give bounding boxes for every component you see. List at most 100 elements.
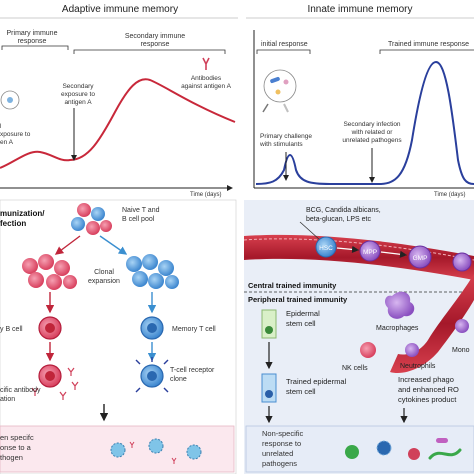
unrelated-pathogen-icons [345, 438, 462, 460]
mpp-to-gmp-arrow [380, 250, 408, 258]
immunization-heading-2: fection [0, 219, 26, 228]
secondary-infection-label-2: with related or [351, 129, 394, 136]
adaptive-outcome-label-3: thogen [0, 453, 23, 462]
b-cell-clones [22, 254, 77, 290]
antibody-production-label-1: cific antibody [0, 387, 41, 394]
epidermal-label-2: stem cell [286, 319, 316, 328]
memory-b-nucleus [45, 323, 55, 333]
arrow-to-t-expansion [99, 235, 128, 255]
progenitor-cell [452, 252, 472, 272]
first-exposure-label-3: en A [0, 139, 14, 146]
macrophages-label: Macrophages [376, 325, 419, 332]
hsc-label: HSC [319, 245, 333, 252]
primary-response-label-2: response [18, 38, 47, 45]
monocyte-cell [455, 319, 469, 333]
stimuli-label-1: BCG, Candida albicans, [306, 207, 381, 214]
trained-response-label: Trained immune response [388, 41, 469, 48]
immunization-heading-1: munization/ [0, 209, 45, 218]
specific-pathogen-icons [110, 438, 202, 464]
secondary-exposure-label-2: exposure to [61, 91, 95, 98]
neutrophils-label: Neutrophils [400, 363, 436, 370]
nk-cells-label: NK cells [342, 365, 368, 372]
clonal-expansion-label-2: expansion [88, 278, 120, 285]
bottle-icon [283, 103, 289, 113]
trained-epidermal-label-1: Trained epidermal [286, 377, 347, 386]
effects-label-2: and enhanced RO [398, 385, 459, 394]
secondary-infection-label-1: Secondary infection [343, 121, 400, 128]
neutrophil-cell [405, 343, 419, 357]
gmp-cell [408, 245, 432, 269]
arrow-to-b-expansion [54, 235, 81, 255]
secreted-antibody-icons [31, 367, 79, 400]
stimuli-label-2: beta-glucan, LPS etc [306, 216, 371, 223]
tcr-clone-label-2: clone [170, 376, 187, 383]
innate-title: Innate immune memory [307, 4, 412, 15]
antibody-icon [202, 57, 210, 70]
memory-t-label: Memory T cell [172, 326, 216, 333]
tcr-t-nucleus [147, 371, 157, 381]
adaptive-title: Adaptive immune memory [62, 4, 178, 15]
plasma-nucleus [45, 371, 55, 381]
nonspecific-label-4: pathogens [262, 459, 297, 468]
secondary-response-label-2: response [141, 41, 170, 48]
innate-panel: BCG, Candida albicans, beta-glucan, LPS … [243, 200, 474, 474]
macrophage-cell [385, 291, 415, 319]
innate-x-axis-label: Time (days) [434, 192, 465, 198]
nonspecific-label-1: Non-specific [262, 429, 304, 438]
innate-response-curve [255, 60, 474, 185]
secondary-response-label-1: Secondary immune [125, 33, 185, 40]
initial-response-label: initial response [261, 41, 308, 48]
first-exposure-label-2: xposure to [0, 131, 31, 138]
trained-epidermal-label-2: stem cell [286, 387, 316, 396]
t-cell-clones [126, 254, 179, 289]
gmp-label: GMP [413, 255, 428, 262]
adaptive-panel: munization/ fection Naive T and B cell p… [0, 199, 237, 474]
peripheral-trained-label: Peripheral trained immunity [248, 295, 348, 304]
initial-bracket [256, 49, 311, 54]
adaptive-response-curve [0, 78, 236, 169]
central-trained-label: Central trained immunity [248, 281, 337, 290]
innate-chart: Innate immune memory Time (days) initial… [246, 4, 474, 198]
naive-cell-pool [71, 203, 112, 235]
primary-challenge-label-1: Primary challenge [260, 133, 312, 140]
antibodies-label-1: Antibodies [191, 75, 222, 82]
clonal-expansion-label-1: Clonal [94, 269, 114, 276]
adaptive-outcome-label-2: onse to a [0, 443, 32, 452]
mpp-cell [359, 240, 381, 262]
nonspecific-label-2: response to [262, 439, 301, 448]
secondary-bracket [73, 49, 226, 54]
hsc-to-mpp-arrow [336, 245, 360, 254]
memory-b-label: y B cell [0, 326, 23, 333]
naive-pool-label-2: B cell pool [122, 216, 155, 223]
syringe-icon [262, 103, 269, 113]
tcr-clone-label-1: T-cell receptor [170, 367, 215, 374]
secondary-exposure-label-3: antigen A [64, 99, 92, 106]
mpp-label: MPP [363, 249, 377, 256]
primary-challenge-label-2: with stimulants [259, 141, 303, 148]
primary-bracket [1, 45, 69, 50]
monocytes-label: Mono [452, 347, 470, 354]
stimulant-inset [263, 69, 297, 103]
nonspecific-label-3: unrelated [262, 449, 293, 458]
antibodies-label-2: against antigen A [181, 83, 232, 90]
secondary-exposure-label-1: Secondary [62, 83, 94, 90]
adaptive-x-axis-label: Time (days) [190, 192, 221, 198]
adaptive-outcome-label-1: en specifc [0, 433, 34, 442]
naive-pool-label-1: Naive T and [122, 207, 160, 214]
effects-label-1: Increased phago [398, 375, 454, 384]
trained-bracket [379, 49, 474, 54]
epidermal-nucleus [265, 326, 273, 334]
antigen-icon-core [7, 97, 13, 103]
secondary-infection-label-3: unrelated pathogens [342, 137, 402, 144]
primary-response-label-1: Primary immune [7, 30, 58, 37]
adaptive-chart: Adaptive immune memory Primary immune re… [0, 4, 238, 198]
bacterium-icon [270, 76, 280, 84]
antibody-production-label-2: ation [0, 396, 15, 403]
bone-marrow-vessel [244, 234, 474, 280]
innate-outcome-box [245, 425, 474, 473]
particle-icon [283, 79, 289, 85]
epidermal-label-1: Epidermal [286, 309, 320, 318]
memory-t-nucleus [147, 323, 157, 333]
stimuli-pointer [299, 221, 321, 241]
